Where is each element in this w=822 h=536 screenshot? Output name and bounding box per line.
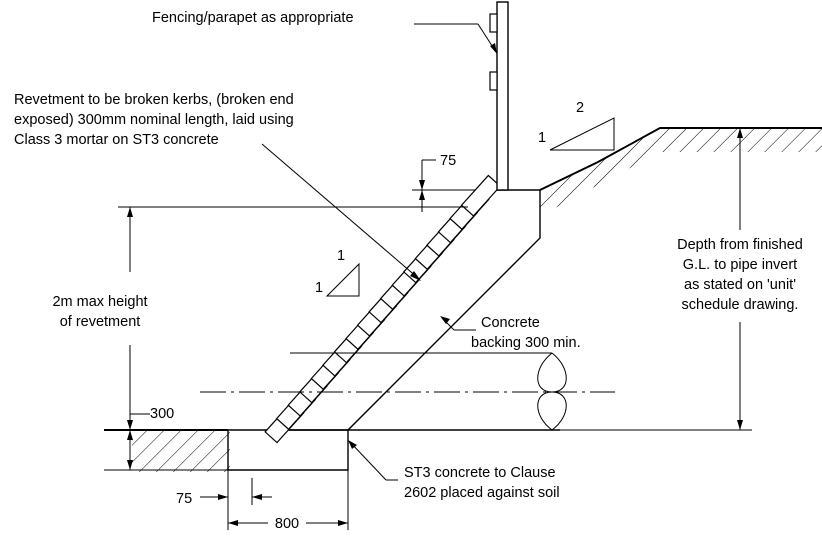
slope-face-run: 1 xyxy=(337,248,345,264)
revetment-label: Revetment to be broken kerbs, (broken en… xyxy=(14,92,294,108)
dimension-top-75 xyxy=(412,159,476,212)
depth-label: Depth from finished xyxy=(677,237,803,253)
slope-face-rise: 1 xyxy=(315,280,323,296)
dimension-bottom xyxy=(200,430,349,530)
concrete-backing-label: backing 300 min. xyxy=(471,335,581,351)
concrete-footing xyxy=(227,429,349,471)
concrete-backing-label: Concrete xyxy=(481,315,540,331)
slope-triangle-face xyxy=(325,262,360,297)
revetment-kerbs xyxy=(264,174,502,444)
dimension-height xyxy=(104,206,468,471)
soil-hatching xyxy=(132,128,822,472)
st3-label: 2602 placed against soil xyxy=(404,485,560,501)
slope-upper-rise: 1 xyxy=(538,130,546,146)
slope-triangle-upper xyxy=(549,117,615,151)
st3-label: ST3 concrete to Clause xyxy=(404,465,556,481)
dim-toe-75: 75 xyxy=(176,491,192,507)
revetment-label: exposed) 300mm nominal length, laid usin… xyxy=(14,112,294,128)
dim-top-75: 75 xyxy=(440,153,456,169)
depth-label: as stated on 'unit' xyxy=(684,277,796,293)
kerb-block xyxy=(460,174,502,217)
dim-footing-300: 300 xyxy=(150,406,174,422)
depth-label: G.L. to pipe invert xyxy=(683,257,797,273)
max-height-label: of revetment xyxy=(60,314,141,330)
slope-upper-run: 2 xyxy=(576,100,584,116)
pipe xyxy=(200,352,615,431)
revetment-label: Class 3 mortar on ST3 concrete xyxy=(14,132,219,148)
fence-post xyxy=(489,1,509,191)
dimension-depth xyxy=(552,128,752,431)
depth-label: schedule drawing. xyxy=(682,297,799,313)
max-height-label: 2m max height xyxy=(52,294,147,310)
fencing-label: Fencing/parapet as appropriate xyxy=(152,10,354,26)
dim-width-800: 800 xyxy=(275,516,299,532)
labels: Fencing/parapet as appropriate Revetment… xyxy=(14,10,803,532)
leaders xyxy=(261,23,497,481)
